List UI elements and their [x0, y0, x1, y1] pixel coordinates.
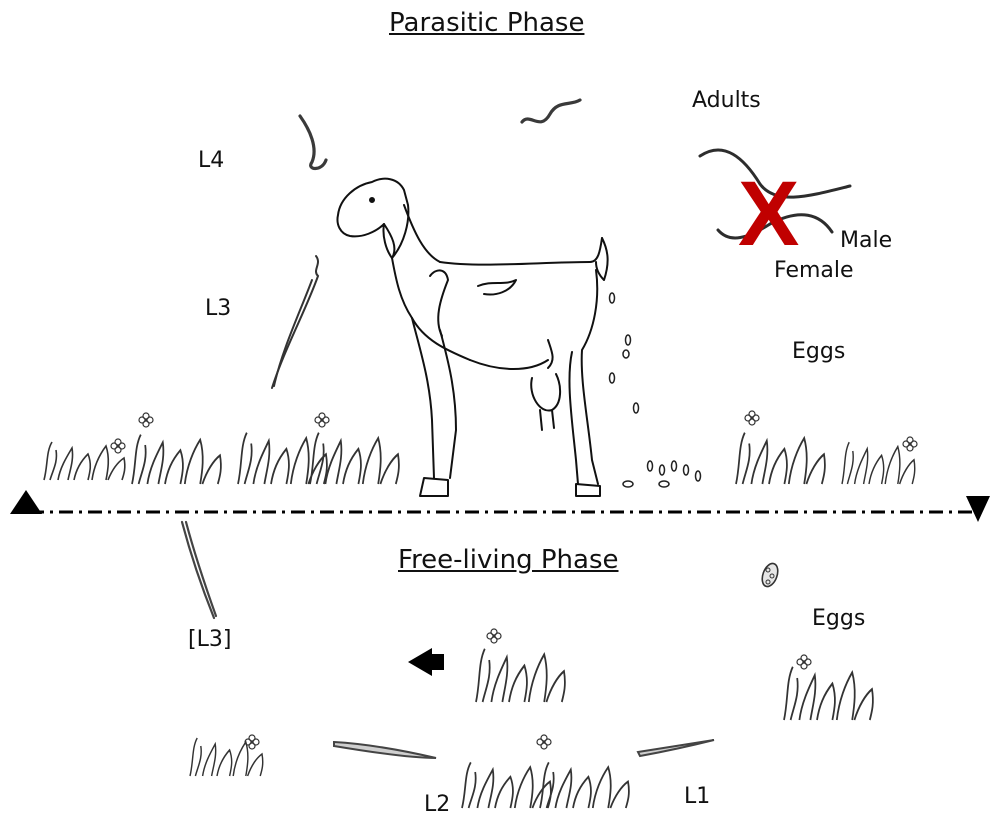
egg-icon: [610, 293, 701, 487]
grass-clump-icon: [462, 762, 551, 808]
adults-label: Adults: [692, 90, 761, 112]
grass-clump-icon: [310, 433, 399, 484]
arrow-left-icon: [408, 648, 444, 676]
worm-icon: [272, 256, 318, 388]
grass-clump-icon: [132, 435, 221, 484]
flower-icon: [315, 413, 329, 427]
flower-icon: [139, 413, 153, 427]
grass-clump-icon: [476, 649, 565, 702]
grass-clump-icon: [44, 442, 125, 480]
egg-icon: [759, 561, 780, 588]
l2-label: L2: [424, 794, 450, 816]
larva-icon: [638, 740, 714, 756]
flower-icon: [487, 629, 501, 643]
arrow-down-icon: [966, 496, 990, 522]
arrow-up-icon: [10, 490, 42, 514]
grass-clump-icon: [190, 738, 263, 776]
grass-clump-icon: [842, 442, 915, 484]
worm-icon: [522, 100, 580, 122]
male-label: Male: [840, 230, 892, 252]
female-label: Female: [774, 260, 854, 282]
flower-icon: [537, 735, 551, 749]
x-mark: X: [738, 168, 799, 260]
l3-infective-label: [L3]: [188, 629, 231, 651]
flower-icon: [111, 439, 125, 453]
grass-clump-icon: [784, 667, 873, 720]
eggs-pasture-label: Eggs: [812, 608, 865, 630]
flower-icon: [903, 437, 917, 451]
l3-label: L3: [205, 298, 231, 320]
l1-label: L1: [684, 786, 710, 808]
goat-icon: [338, 179, 608, 496]
worm-icon: [300, 116, 326, 169]
eggs-host-label: Eggs: [792, 341, 845, 363]
flower-icon: [797, 655, 811, 669]
grass-clump-icon: [736, 433, 825, 484]
grass-clump-icon: [540, 762, 629, 808]
flower-icon: [745, 411, 759, 425]
larva-icon: [334, 742, 436, 758]
l4-label: L4: [198, 150, 224, 172]
larva-icon: [182, 522, 216, 618]
